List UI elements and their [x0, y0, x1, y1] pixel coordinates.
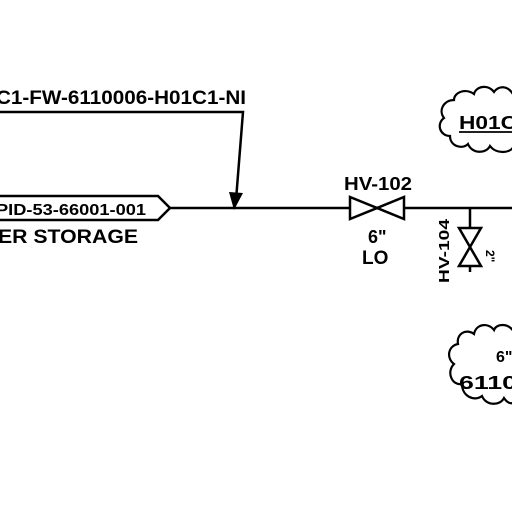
revision-cloud-bottom: 6" 6110: [448, 323, 512, 405]
offpage-connector-reference: PID-53-66001-001: [0, 202, 146, 219]
revision-cloud-top: H01C: [438, 85, 512, 154]
valve-hv-104-tag: HV-104: [436, 218, 453, 283]
valve-hv-104-size: 2": [483, 250, 497, 262]
valve-hv-104-body: [456, 226, 484, 268]
valve-hv-102-tag: HV-102: [344, 174, 412, 194]
offpage-connector-arrow: [0, 194, 172, 222]
valve-hv-102-body: [348, 195, 406, 221]
revision-cloud-bottom-text: 6110: [459, 373, 512, 393]
line-number-leader: [0, 110, 245, 201]
valve-hv-102[interactable]: HV-102 6" LO: [344, 174, 412, 269]
valve-hv-102-position: LO: [362, 248, 388, 269]
revision-cloud-bottom-size: 6": [496, 349, 512, 366]
revision-cloud-top-text: H01C: [459, 113, 512, 133]
line-number-arrowhead: [229, 192, 243, 210]
offpage-connector: PID-53-66001-001 ER STORAGE: [0, 194, 172, 248]
offpage-connector-description: ER STORAGE: [0, 227, 138, 248]
revision-cloud-bottom-outline: [448, 323, 512, 405]
line-number-callout: C1-FW-6110006-H01C1-NI: [0, 88, 246, 210]
valve-hv-104[interactable]: HV-104 2": [436, 208, 497, 283]
line-number-label: C1-FW-6110006-H01C1-NI: [0, 88, 246, 109]
revision-cloud-top-outline: [438, 85, 512, 154]
valve-hv-102-size: 6": [368, 227, 387, 247]
